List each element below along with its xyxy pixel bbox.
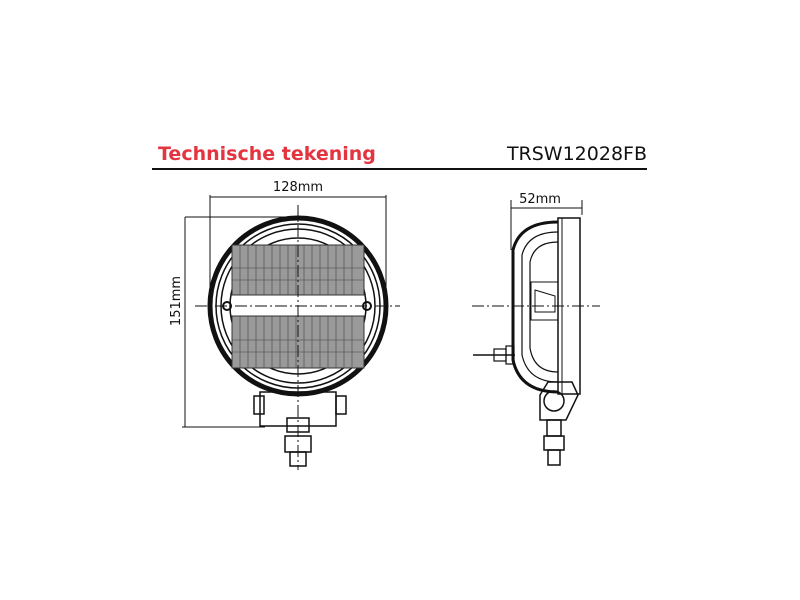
depth-dimension-label: 52mm — [519, 192, 561, 207]
product-code: TRSW12028FB — [506, 143, 647, 165]
height-dimension-label: 151mm — [169, 276, 184, 326]
width-dimension-label: 128mm — [273, 180, 323, 195]
front-view — [182, 195, 400, 470]
header-divider — [152, 168, 647, 170]
side-view — [472, 200, 600, 466]
drawing-title: Technische tekening — [158, 143, 376, 165]
